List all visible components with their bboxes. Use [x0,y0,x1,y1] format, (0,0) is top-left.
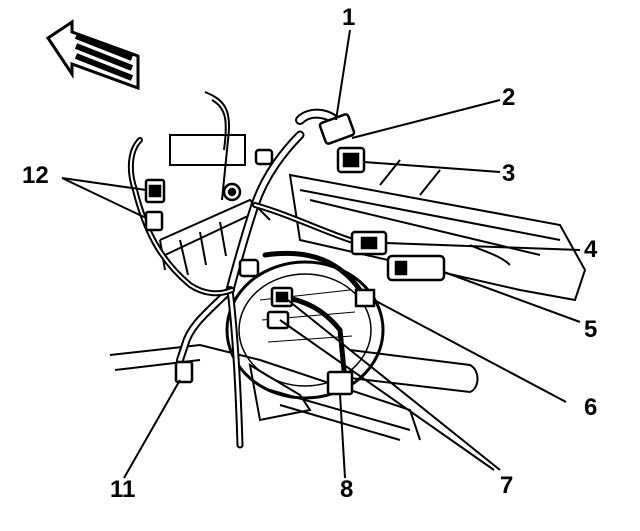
front-arrow-icon [45,19,140,91]
connector-6 [354,288,376,308]
connector-12a [144,178,166,204]
connectors [144,113,446,396]
connector-1 [318,113,356,145]
callout-6: 6 [584,394,598,421]
leader-lines [61,29,581,479]
callout-7: 7 [500,472,514,499]
callout-3: 3 [502,160,516,187]
junction-block-outline [225,260,385,400]
connector-11 [174,360,194,384]
clip-harness [238,148,274,278]
connector-12b [144,210,164,232]
callout-2: 2 [502,84,516,111]
callout-5: 5 [584,316,598,343]
callout-11: 11 [110,476,136,503]
callout-4: 4 [584,236,598,263]
connector-7a [270,286,294,308]
callout-1: 1 [342,4,356,31]
connector-5 [386,254,446,282]
connector-8 [326,370,354,396]
callout-8: 8 [340,476,354,503]
connector-7b [266,310,290,330]
connector-4 [350,230,388,256]
ground-stud [222,182,242,202]
connector-3 [336,146,366,174]
callout-12: 12 [22,162,49,189]
